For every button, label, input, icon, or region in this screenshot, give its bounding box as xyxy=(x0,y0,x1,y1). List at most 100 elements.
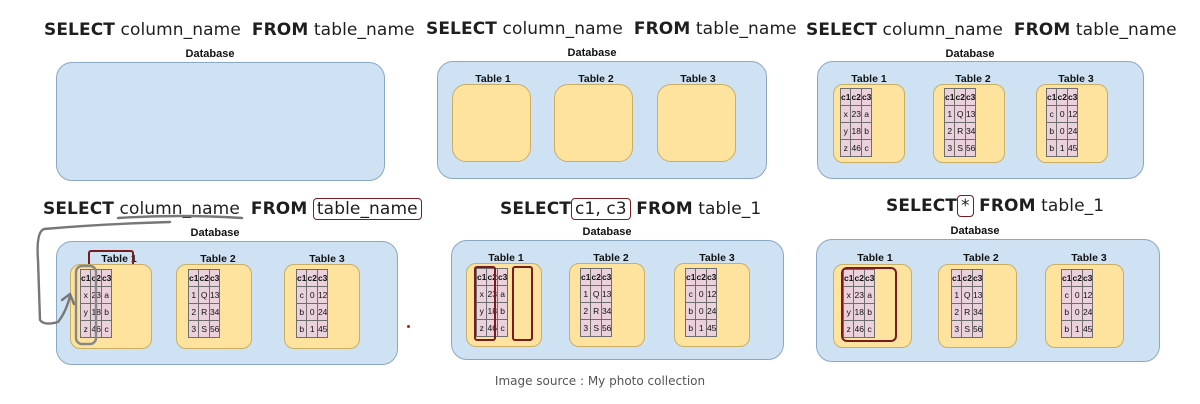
table-cell: S xyxy=(961,320,973,338)
table-cell: z xyxy=(839,139,852,157)
table-1-box xyxy=(452,84,531,162)
table-cell: x xyxy=(839,105,852,123)
table-cell: b xyxy=(1045,139,1058,157)
query-columns: column_name xyxy=(119,199,240,219)
table-cell: 12 xyxy=(705,285,718,303)
table-cell: 34 xyxy=(600,302,613,320)
query-columns-highlight: * xyxy=(956,195,974,217)
handdrawn-arrow-annotation xyxy=(36,214,244,346)
table-cell: 12 xyxy=(1066,105,1079,123)
table-cell: 0 xyxy=(1056,105,1068,123)
table-cell: 24 xyxy=(1066,122,1079,140)
table-cell: 1 xyxy=(579,285,592,303)
database-box xyxy=(56,62,385,181)
select-keyword: SELECT xyxy=(886,196,957,216)
query-table: table_name xyxy=(313,20,415,40)
query-table: table_name xyxy=(1075,20,1177,40)
database-label: Database xyxy=(567,47,617,59)
table-cell: c xyxy=(100,320,113,338)
table-3-label: Table 3 xyxy=(1058,73,1094,85)
table-cell: 24 xyxy=(705,302,718,320)
column-header: c3 xyxy=(860,88,873,106)
table-3-label: Table 3 xyxy=(680,73,716,85)
table-3-box xyxy=(657,84,736,162)
table-cell: 34 xyxy=(971,303,984,321)
table-cell: S xyxy=(590,319,602,337)
query-table: table_1 xyxy=(1041,196,1105,216)
table-cell: 1 xyxy=(1056,139,1068,157)
table-1-label: Table 1 xyxy=(851,73,887,85)
column-header: c3 xyxy=(496,268,509,286)
column-header: c1 xyxy=(943,88,956,106)
table-cell: 34 xyxy=(964,122,977,140)
table-3-label: Table 3 xyxy=(699,252,735,264)
table-cell: S xyxy=(954,139,966,157)
query-4: SELECT column_name FROM table_name xyxy=(43,198,422,220)
column-header: c2 xyxy=(695,268,707,286)
table-cell: b xyxy=(684,302,697,320)
table-cell: 2 xyxy=(579,302,592,320)
select-keyword: SELECT xyxy=(44,20,115,40)
query-table-highlight: table_name xyxy=(312,198,422,220)
table-cell: 12 xyxy=(1081,286,1094,304)
table-2-label: Table 2 xyxy=(578,73,614,85)
database-label: Database xyxy=(945,48,995,60)
table-cell: R xyxy=(954,122,966,140)
select-keyword: SELECT xyxy=(806,20,877,40)
table-cell: 0 xyxy=(1071,286,1083,304)
table-cell: 1 xyxy=(943,105,956,123)
column-header: c2 xyxy=(961,269,973,287)
table-cell: 0 xyxy=(695,285,707,303)
table-cell: b xyxy=(684,319,697,337)
table-2-label: Table 2 xyxy=(963,252,999,264)
table-cell: y xyxy=(839,122,852,140)
table-1-highlight xyxy=(841,267,897,342)
from-keyword: FROM xyxy=(1013,20,1071,40)
query-columns: column_name xyxy=(882,20,1003,40)
table-1-label: Table 1 xyxy=(488,252,524,264)
table-cell: 56 xyxy=(208,320,221,338)
table-cell: 3 xyxy=(950,320,963,338)
from-keyword: FROM xyxy=(979,196,1036,216)
table-1-label: Table 1 xyxy=(857,252,893,264)
column-header: c3 xyxy=(1066,88,1079,106)
database-label: Database xyxy=(185,48,235,60)
table-cell: 13 xyxy=(600,285,613,303)
table-cell: 1 xyxy=(1071,320,1083,338)
column-header: c2 xyxy=(1071,269,1083,287)
query-2: SELECT column_name FROM table_name xyxy=(426,19,797,39)
database-label: Database xyxy=(950,225,1000,237)
column-header: c1 xyxy=(1060,269,1073,287)
column-header: c3 xyxy=(705,268,718,286)
column-header: c3 xyxy=(1081,269,1094,287)
from-keyword: FROM xyxy=(633,19,691,39)
table-cell: 46 xyxy=(486,319,498,337)
table-cell: c xyxy=(1045,105,1058,123)
